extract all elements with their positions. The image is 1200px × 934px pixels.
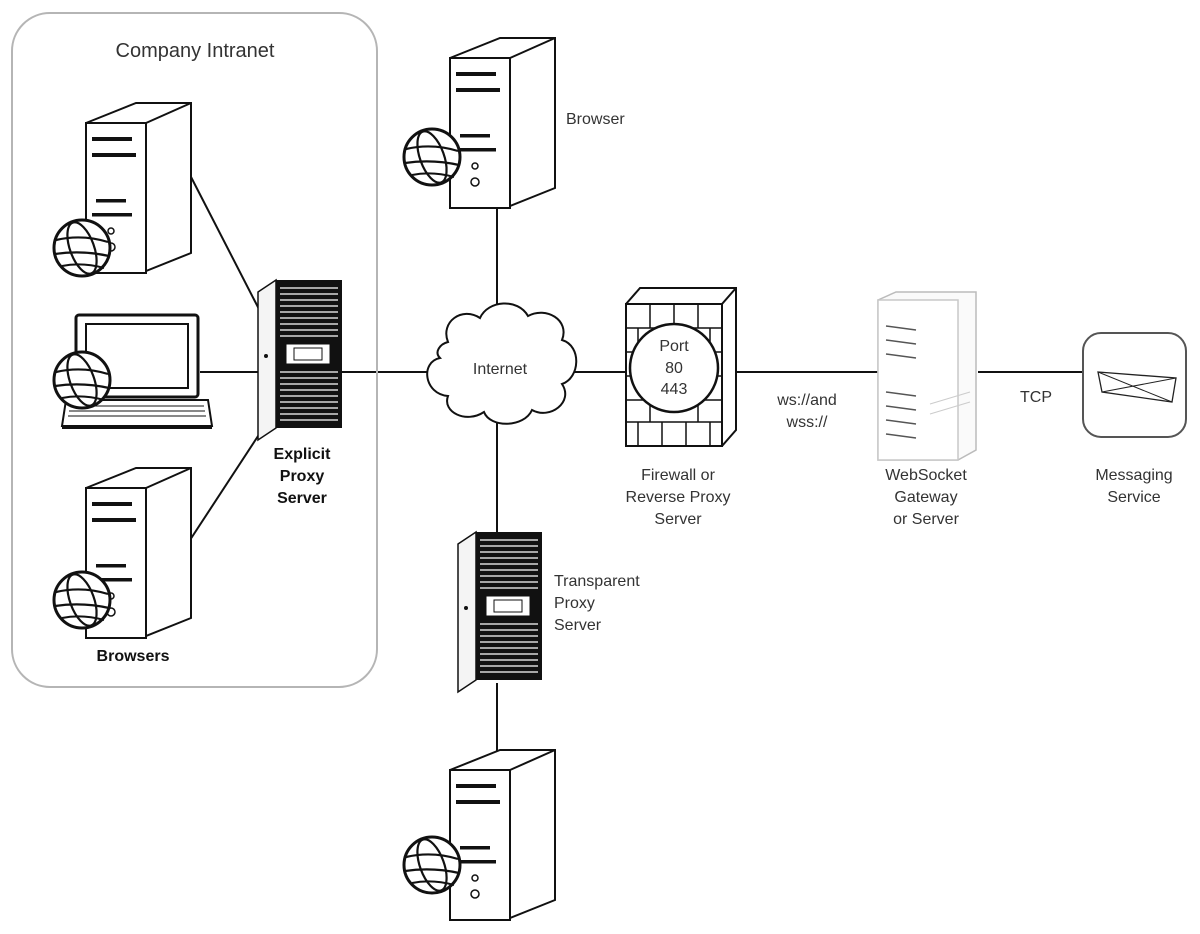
explicit-proxy-label: Explicit Proxy Server — [273, 446, 331, 507]
browser-top-desktop[interactable] — [402, 37, 556, 209]
intranet-laptop[interactable] — [52, 313, 214, 429]
intranet-desktop-bottom[interactable] — [52, 467, 192, 639]
globe-icon — [52, 217, 112, 279]
websocket-gateway-server[interactable] — [877, 291, 977, 461]
browser-top-label: Browser — [566, 111, 625, 128]
transparent-proxy-server[interactable] — [457, 531, 543, 693]
transparent-proxy-label: Transparent Proxy Server — [554, 573, 640, 634]
firewall-port-circle — [628, 322, 720, 414]
connector-lines — [189, 174, 1083, 755]
globe-icon — [402, 834, 462, 896]
internet-cloud — [426, 302, 578, 425]
ws-link-label: ws://and wss:// — [777, 392, 837, 431]
tcp-link-label: TCP — [1020, 389, 1052, 406]
globe-icon — [402, 126, 462, 188]
firewall-label: Firewall or Reverse Proxy Server — [625, 467, 731, 528]
intranet-desktop-top[interactable] — [52, 102, 192, 279]
firewall-port-label: Port — [659, 338, 689, 355]
intranet-title: Company Intranet — [115, 40, 275, 62]
explicit-proxy-server[interactable] — [257, 279, 343, 441]
internet-label: Internet — [472, 361, 528, 378]
firewall-port-80: 80 — [665, 360, 683, 377]
messaging-label: Messaging Service — [1095, 467, 1173, 506]
link-pc-bottom-to-proxy — [189, 429, 263, 541]
gateway-label: WebSocket Gateway or Server — [885, 467, 967, 528]
globe-icon — [52, 569, 112, 631]
intranet-boundary — [11, 12, 378, 688]
firewall[interactable] — [625, 287, 737, 447]
browser-bottom-desktop[interactable] — [402, 749, 556, 921]
firewall-port-443: 443 — [660, 381, 688, 398]
globe-icon — [52, 349, 112, 411]
browsers-label: Browsers — [96, 648, 170, 665]
link-pc-top-to-proxy — [189, 174, 263, 316]
messaging-service[interactable] — [1082, 332, 1187, 438]
